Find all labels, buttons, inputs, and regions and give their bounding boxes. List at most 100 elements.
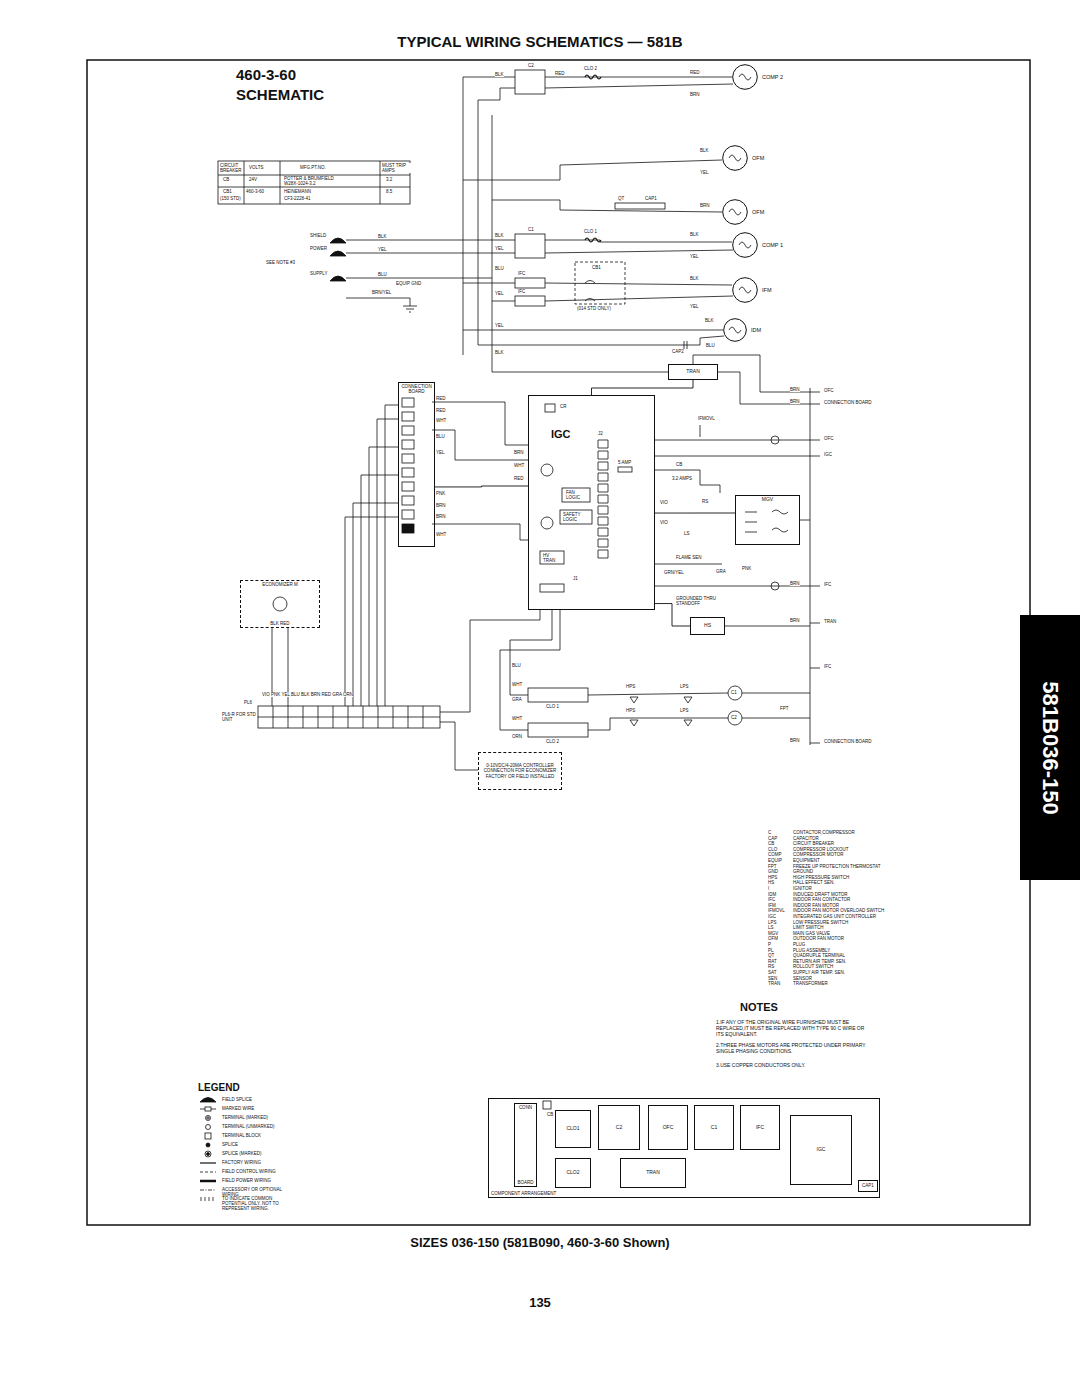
schematic-label: YEL	[690, 304, 699, 309]
schematic-label: ORN	[512, 734, 522, 739]
schematic-label: CLO 1	[584, 229, 597, 234]
schematic-label: SHIELD	[310, 233, 326, 238]
wire-path	[615, 203, 665, 209]
schematic-label: PNK	[742, 566, 751, 571]
schematic-label: RED	[690, 70, 700, 75]
wire-path	[478, 88, 515, 100]
schematic-label: ROLLOUT SWITCH	[793, 964, 833, 969]
node-text: COMP 2	[762, 74, 783, 80]
node-text: CLO1	[566, 1126, 579, 1132]
wire-path	[810, 388, 811, 745]
schematic-label: 8.5	[386, 189, 392, 194]
schematic-label: SUPPLY	[310, 271, 327, 276]
schematic-label: BLK	[700, 148, 709, 153]
schematic-label: IGC	[824, 452, 832, 457]
wire-path	[810, 392, 820, 743]
economizer-box: ECONOMIZER MBLK RED	[240, 580, 320, 628]
schematic-label: BLU	[706, 343, 715, 348]
schematic-label: IFMOVL	[698, 416, 715, 421]
wire-path	[346, 240, 515, 241]
schematic-label: BRN	[790, 399, 800, 404]
wire-path	[369, 447, 398, 706]
wire-path	[543, 1101, 551, 1109]
schematic-label: CLO	[768, 847, 777, 852]
schematic-label: IGC	[768, 914, 776, 919]
wire-path	[545, 77, 732, 78]
schematic-label: VOLTS	[249, 165, 263, 170]
schematic-label: BLK	[495, 350, 504, 355]
schematic-label: 460-3-60	[236, 66, 296, 83]
wire-path	[655, 456, 810, 457]
legend-text: TO INDICATE COMMON POTENTIAL ONLY. NOT T…	[222, 1196, 294, 1212]
component-box: CONNBOARD	[514, 1103, 537, 1187]
schematic-label: QT	[618, 196, 624, 201]
wire-path	[510, 610, 552, 695]
motor-winding	[739, 242, 751, 248]
motor-winding	[739, 74, 751, 80]
wire-path	[463, 160, 722, 180]
legend-sample	[200, 1162, 216, 1163]
wire-path	[402, 454, 414, 463]
schematic-label: QUADRUPLE TERMINAL	[793, 953, 845, 958]
schematic-label: HEINEMANN	[284, 189, 311, 194]
wire-path	[432, 430, 528, 460]
schematic-label: RS	[768, 964, 774, 969]
legend-sample	[200, 1098, 216, 1103]
wire-path	[345, 517, 398, 706]
schematic-label: LS	[684, 531, 690, 536]
motor-outline	[732, 232, 758, 258]
wire-path	[440, 722, 478, 770]
motor-outline	[732, 277, 758, 303]
wire-path	[353, 503, 398, 706]
node-text: IDM	[751, 327, 761, 333]
wire-path	[562, 488, 590, 502]
schematic-label: BRN	[436, 514, 446, 519]
schematic-label: (014 STD ONLY)	[577, 306, 611, 311]
schematic-label: CR	[560, 404, 567, 409]
motor-winding	[729, 155, 741, 161]
wire-path	[540, 584, 564, 592]
igc-board: IGC	[528, 395, 655, 610]
schematic-label: INDOOR FAN MOTOR OVERLOAD SWITCH	[793, 908, 884, 913]
schematic-label: MFG.PT.NO.	[300, 165, 326, 170]
node-text: CLO2	[566, 1170, 579, 1176]
schematic-label: FLAME SEN	[676, 555, 702, 560]
wire-path	[492, 200, 722, 212]
wire-path	[655, 586, 810, 587]
schematic-label: HPS	[626, 684, 635, 689]
schematic-label: CLO 2	[546, 739, 559, 744]
motor-symbol: IDM	[723, 318, 747, 342]
schematic-label: 3.2	[386, 177, 392, 182]
schematic-label: LPS	[680, 708, 689, 713]
schematic-label: SENSOR	[793, 976, 812, 981]
schematic-label: HPS	[768, 875, 777, 880]
schematic-label: COMP	[768, 852, 782, 857]
schematic-label: RETURN AIR TEMP. SEN.	[793, 959, 846, 964]
legend-sample	[206, 1125, 211, 1130]
schematic-label: RED	[555, 71, 565, 76]
schematic-label: BRN	[514, 450, 524, 455]
schematic-label: YEL	[436, 450, 445, 455]
wire-path	[693, 355, 810, 392]
schematic-label: OFC	[824, 388, 834, 393]
wire-path	[560, 510, 592, 524]
node-text: CAP1	[862, 1183, 874, 1188]
wire-path	[346, 278, 492, 279]
node-text: TRAN	[686, 369, 700, 375]
motor-circle	[733, 278, 758, 303]
gas-valve-box: MGV	[735, 495, 800, 545]
component-box: CLO2	[555, 1158, 591, 1188]
wire-path	[588, 718, 728, 730]
motor-outline	[723, 318, 747, 342]
wire-path	[545, 283, 732, 285]
schematic-label: HIGH PRESSURE SWITCH	[793, 875, 849, 880]
node-text: C1	[711, 1125, 717, 1131]
schematic-label: HS	[768, 880, 774, 885]
wire-path	[515, 296, 545, 306]
schematic-label: MUST TRIP AMPS	[382, 163, 412, 173]
node-text: HS	[704, 623, 711, 629]
node-text: IGC	[817, 1147, 826, 1153]
component-box: CLO1	[555, 1110, 591, 1148]
schematic-label: IFMOVL	[768, 908, 785, 913]
schematic-label: C1	[528, 227, 534, 232]
